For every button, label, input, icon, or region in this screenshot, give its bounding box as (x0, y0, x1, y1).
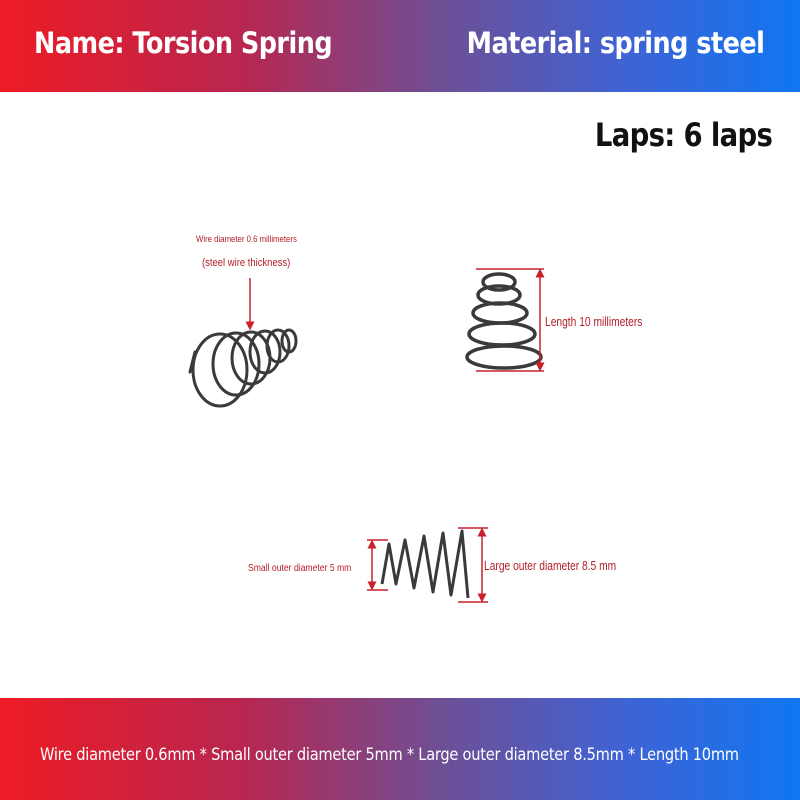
product-material: Material: spring steel (466, 26, 764, 60)
spring-profile-view (380, 529, 470, 599)
large-diameter-dimension (458, 527, 488, 603)
length-label: Length 10 millimeters (545, 315, 643, 329)
wire-thickness-note: (steel wire thickness) (202, 257, 291, 269)
small-diameter-label: Small outer diameter 5 mm (248, 562, 352, 574)
wire-diameter-label: Wire diameter 0.6 millimeters (196, 234, 297, 245)
spec-summary: Wire diameter 0.6mm * Small outer diamet… (40, 745, 739, 765)
length-dimension (476, 268, 545, 372)
laps-count: Laps: 6 laps (594, 116, 773, 154)
product-name: Name: Torsion Spring (34, 26, 333, 60)
large-diameter-label: Large outer diameter 8.5 mm (484, 559, 617, 573)
spring-side-view (188, 328, 298, 408)
spring-upright-view (465, 272, 543, 370)
header-banner: Name: Torsion Spring Material: spring st… (0, 0, 800, 92)
footer-banner (0, 698, 800, 800)
small-diameter-dimension (367, 539, 388, 591)
